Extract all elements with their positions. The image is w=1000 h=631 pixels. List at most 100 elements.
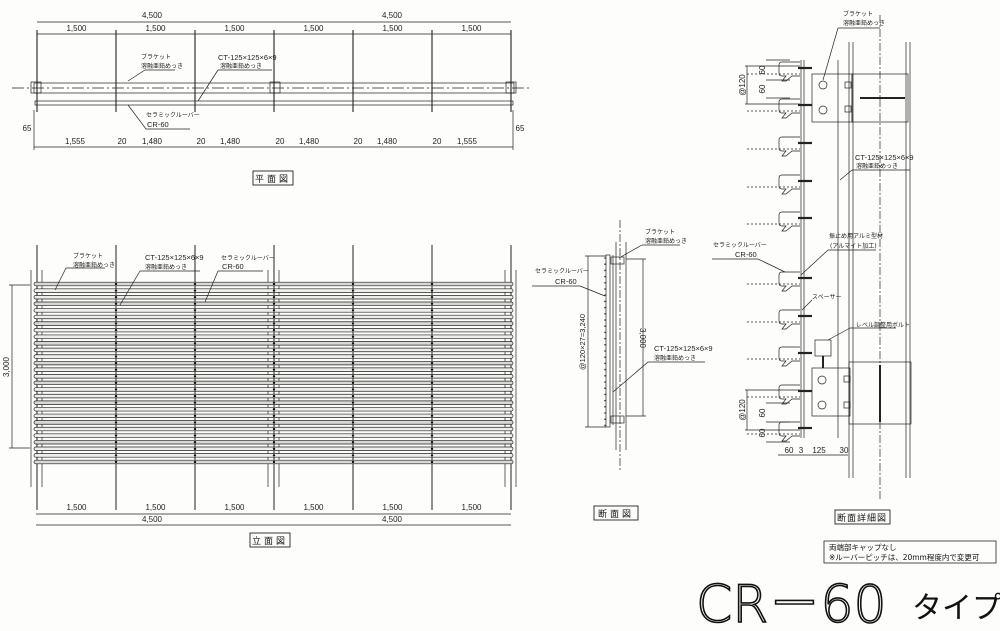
louver-fixing-dot: [351, 328, 355, 332]
louver-fixing-dot: [193, 414, 197, 418]
plan-bottom-dim: 20: [118, 137, 127, 146]
louver-fixing-dot: [193, 361, 197, 365]
section-louver-dot: [604, 300, 606, 303]
elevation-louver-label: セラミックルーバー: [221, 255, 275, 262]
note-line: 両端部キャップなし: [829, 542, 897, 552]
detail-bottom-dim: 125: [812, 446, 826, 455]
detail-view: @120 60 60 @120 60 60 60 3 125 30 ブラケット …: [712, 10, 914, 525]
louver-fixing-dot: [430, 342, 434, 345]
section-louver-dot: [604, 337, 606, 340]
detail-louver-model: CR-60: [735, 250, 757, 259]
ceramic-louver-profile: [778, 174, 800, 195]
section-louver-dot: [604, 356, 606, 359]
louver-fixing-dot: [351, 302, 355, 305]
plan-ct-finish: 溶融亜鉛めっき: [220, 62, 262, 70]
section-louver-dot: [604, 368, 606, 371]
louver-fixing-dot: [272, 427, 276, 431]
louver-fixing-dot: [272, 361, 276, 365]
detail-bracket-label: ブラケット: [843, 10, 873, 18]
louver-fixing-dot: [430, 447, 434, 451]
louver-fixing-dot: [272, 375, 276, 378]
louver-fixing-dot: [351, 335, 355, 338]
louver-fixing-dot: [351, 421, 355, 424]
detail-pitch-top: @120: [738, 74, 747, 96]
louver-fixing-dot: [351, 289, 355, 292]
louver-fixing-dot: [351, 322, 355, 325]
louver-fixing-dot: [193, 302, 197, 305]
plan-bottom-dim: 20: [276, 137, 285, 146]
section-louver-dot: [604, 331, 606, 334]
detail-bottom-dim: 60: [785, 446, 794, 455]
plan-bottom-dim: 1,555: [457, 137, 478, 146]
plan-span-dim: 1,500: [145, 24, 166, 33]
louver-fixing-dot: [272, 434, 276, 437]
louver-fixing-dot: [430, 348, 434, 352]
louver-fixing-dot: [351, 427, 355, 431]
louver-fixing-dot: [272, 388, 276, 391]
ceramic-louver-profile: [778, 384, 800, 405]
louver-fixing-dot: [430, 454, 434, 457]
louver-fixing-dot: [351, 388, 355, 391]
louver-fixing-dot: [114, 342, 118, 345]
louver-fixing-dot: [351, 282, 355, 286]
louver-fixing-dot: [193, 394, 197, 398]
detail-dim-60: 60: [758, 408, 767, 417]
louver-fixing-dot: [193, 388, 197, 391]
plan-span-dim: 1,500: [66, 24, 87, 33]
elevation-span-dim: 1,500: [66, 503, 87, 512]
plan-bottom-dim: 20: [197, 137, 206, 146]
plan-title: 平面図: [255, 174, 291, 185]
louver-fixing-dot: [430, 335, 434, 338]
louver-fixing-dot: [193, 447, 197, 451]
detail-bottom-dim: 3: [799, 446, 804, 455]
elevation-span-dim: 1,500: [145, 503, 166, 512]
elevation-title: 立面図: [252, 535, 288, 547]
section-louver-dot: [604, 257, 606, 259]
louver-fixing-dot: [430, 295, 434, 299]
louver-fixing-dot: [351, 315, 355, 319]
detail-alu-finish: (アルマイト加工): [830, 242, 877, 250]
plan-bottom-dim: 65: [23, 124, 32, 133]
louver-fixing-dot: [193, 421, 197, 424]
plan-bottom-dim: 1,480: [220, 137, 241, 146]
detail-ct-finish: 溶融亜鉛めっき: [856, 162, 898, 170]
section-louver-dot: [604, 424, 606, 427]
detail-louvers: [747, 61, 812, 442]
louver-fixing-dot: [114, 460, 118, 464]
louver-fixing-dot: [114, 388, 118, 391]
plan-louver-model: CR-60: [147, 120, 169, 129]
louver-fixing-dot: [193, 322, 197, 325]
louver-fixing-dot: [272, 289, 276, 292]
section-louver-dot: [604, 393, 606, 396]
plan-bracket-finish: 溶融亜鉛めっき: [141, 62, 183, 70]
plan-bottom-dim: 20: [354, 137, 363, 146]
louver-fixing-dot: [193, 282, 197, 286]
section-louver-dot: [604, 375, 606, 377]
louver-fixing-dot: [430, 388, 434, 391]
detail-bracket-finish: 溶融亜鉛めっき: [843, 19, 885, 27]
elevation-span-dim: 1,500: [303, 503, 324, 512]
louver-fixing-dot: [351, 375, 355, 378]
section-view: @120×27=3,240 3,000 ブラケット 溶融亜鉛めっき セラミックル…: [532, 220, 713, 521]
louver-fixing-dot: [430, 421, 434, 424]
louver-fixing-dot: [351, 408, 355, 411]
louver-fixing-dot: [272, 381, 276, 385]
plan-bottom-dim: 1,480: [299, 137, 320, 146]
detail-pitch-bottom: @120: [738, 399, 747, 421]
elevation-ct-label: CT-125×125×6×9: [145, 253, 204, 262]
section-louver-label: セラミックルーバー: [535, 268, 589, 275]
louver-fixing-dot: [351, 368, 355, 371]
section-bracket-label: ブラケット: [645, 228, 675, 236]
louver-fixing-dot: [272, 401, 276, 404]
louver-fixing-dot: [193, 408, 197, 411]
ceramic-louver-profile: [778, 271, 800, 292]
louver-fixing-dot: [430, 401, 434, 404]
louver-fixing-dot: [193, 375, 197, 378]
louver-fixing-dot: [193, 295, 197, 299]
louver-fixing-dot: [193, 309, 197, 312]
louver-fixing-dot: [272, 447, 276, 451]
louver-fixing-dot: [351, 401, 355, 404]
louver-fixing-dot: [114, 322, 118, 325]
louver-fixing-dot: [272, 441, 276, 444]
